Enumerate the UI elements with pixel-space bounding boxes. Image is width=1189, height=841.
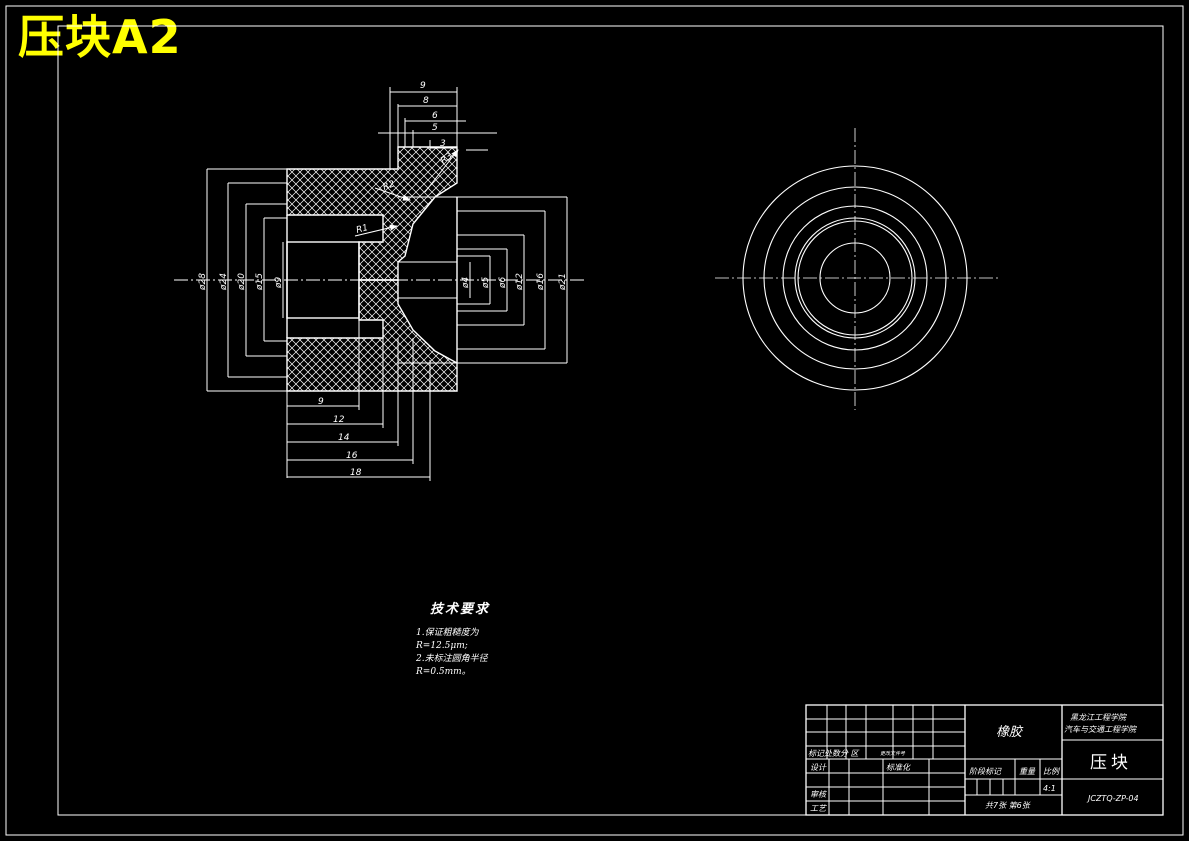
dim-dia-12: ø12 (515, 273, 525, 291)
end-view (715, 128, 1000, 410)
dim-dia-6: ø6 (498, 276, 508, 289)
dim-top-9: 9 (420, 81, 426, 91)
left-diameter-dims (206, 168, 287, 392)
dim-top-3: 3 (440, 139, 446, 149)
tb-drawing-no: JCZTQ-ZP-04 (1086, 794, 1139, 803)
end-circle-4 (794, 217, 916, 339)
dim-top-6: 6 (432, 111, 438, 121)
bottom-dim-labels: 9 12 14 16 18 (318, 397, 362, 478)
dim-dia-28: ø28 (198, 273, 208, 291)
dim-bottom-12: 12 (333, 415, 345, 425)
outer-border (5, 5, 1184, 836)
dim-top-5: 5 (432, 123, 438, 133)
title-block (805, 704, 1164, 816)
tb-sheets: 共7张 第6张 (985, 801, 1031, 810)
dim-dia-5: ø5 (481, 276, 491, 289)
dim-top-8: 8 (423, 96, 429, 106)
inner-border (57, 25, 1164, 816)
tb-standard: 标准化 (886, 763, 911, 772)
drawing-title: 压块A2 (18, 10, 182, 64)
tb-review: 审核 (810, 790, 828, 799)
dim-bottom-14: 14 (338, 433, 350, 443)
dim-dia-16: ø16 (536, 273, 546, 291)
dim-bottom-9: 9 (318, 397, 324, 407)
left-dim-labels: ø28 ø24 ø20 ø15 ø9 (198, 273, 284, 291)
tb-school-2: 汽车与交通工程学院 (1064, 725, 1138, 734)
tb-change-doc: 更改文件号 (880, 750, 906, 757)
tb-school-1: 黑龙江工程学院 (1070, 713, 1128, 722)
section-hatch-lower (286, 279, 458, 392)
end-circle-outer (742, 165, 968, 391)
dim-dia-4: ø4 (461, 276, 471, 289)
tech-req-line-3: 2.未标注圆角半径 (416, 654, 488, 664)
tb-mark-row: 标记处数分 区 (808, 749, 860, 758)
tb-part-name: 压块 (1090, 753, 1132, 773)
tb-material: 橡胶 (996, 725, 1024, 740)
right-dim-labels: ø4 ø5 ø6 ø12 ø16 ø21 (461, 273, 568, 291)
dim-bottom-18: 18 (350, 468, 362, 478)
top-dims (354, 87, 497, 237)
bottom-dims (286, 320, 431, 481)
dim-dia-24: ø24 (219, 273, 229, 291)
dim-dia-9: ø9 (274, 276, 284, 289)
tb-design: 设计 (810, 763, 827, 772)
dim-bottom-16: 16 (346, 451, 358, 461)
tech-req-line-4: R=0.5mm。 (416, 667, 471, 677)
tech-req-line-2: R=12.5μm; (416, 641, 468, 651)
tb-process: 工艺 (810, 804, 827, 813)
tb-stage: 阶段标记 (969, 767, 1002, 776)
tech-req-line-1: 1.保证粗糙度为 (416, 628, 479, 638)
technical-requirements: 技术要求 1.保证粗糙度为 R=12.5μm; 2.未标注圆角半径 R=0.5m… (416, 598, 490, 679)
tech-req-heading: 技术要求 (430, 602, 491, 617)
dim-r1: R1 (355, 223, 369, 236)
end-circle-2 (763, 186, 947, 370)
end-circle-3 (782, 205, 928, 351)
end-circle-inner (819, 242, 891, 314)
tb-weight: 重量 (1019, 767, 1036, 776)
section-view (174, 87, 586, 481)
dim-dia-20: ø20 (237, 273, 247, 291)
tb-ratio: 比例 (1043, 767, 1061, 776)
section-hatch-upper (286, 146, 458, 281)
title-block-text: 标记处数分 区 更改文件号 设计 标准化 审核 工艺 橡胶 阶段标记 重量 比例… (808, 713, 1139, 813)
dim-dia-21: ø21 (558, 273, 568, 291)
dim-r2: R2 (382, 179, 397, 193)
end-circle-5 (797, 220, 913, 336)
right-diameter-dims (457, 197, 568, 363)
tb-scale: 4:1 (1043, 784, 1056, 793)
dim-dia-15: ø15 (255, 273, 265, 291)
